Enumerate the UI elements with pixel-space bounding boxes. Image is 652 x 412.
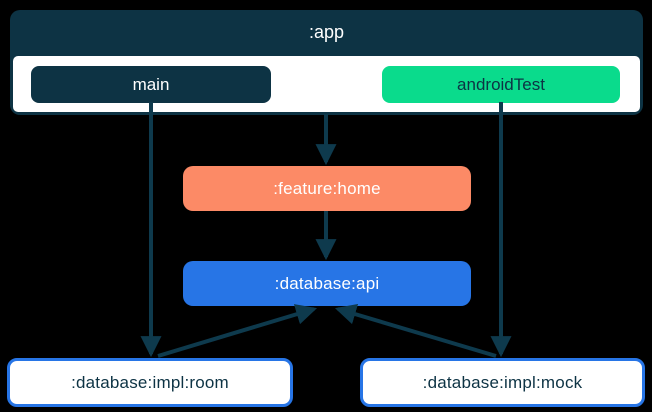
- node-database-api: :database:api: [183, 261, 471, 306]
- edge-database-impl-mock-to-database-api: [334, 304, 497, 358]
- source-set-main-label: main: [132, 74, 170, 94]
- node-feature-home-label: :feature:home: [273, 178, 381, 198]
- node-database-api-label: :database:api: [274, 273, 380, 293]
- node-feature-home: :feature:home: [183, 166, 471, 211]
- node-database-impl-room-label: :database:impl:room: [71, 372, 229, 392]
- app-source-set-panel: main androidTest: [13, 56, 640, 112]
- node-app-container: :app main androidTest: [10, 10, 643, 115]
- source-set-androidtest-label: androidTest: [457, 74, 545, 94]
- edge-database-impl-room-to-database-api: [157, 304, 318, 358]
- node-database-impl-mock: :database:impl:mock: [360, 358, 645, 407]
- node-source-set-androidtest: androidTest: [382, 66, 620, 103]
- node-database-impl-mock-label: :database:impl:mock: [422, 372, 583, 392]
- node-app-label: :app: [308, 22, 345, 42]
- node-database-impl-room: :database:impl:room: [7, 358, 293, 407]
- node-source-set-main: main: [31, 66, 271, 103]
